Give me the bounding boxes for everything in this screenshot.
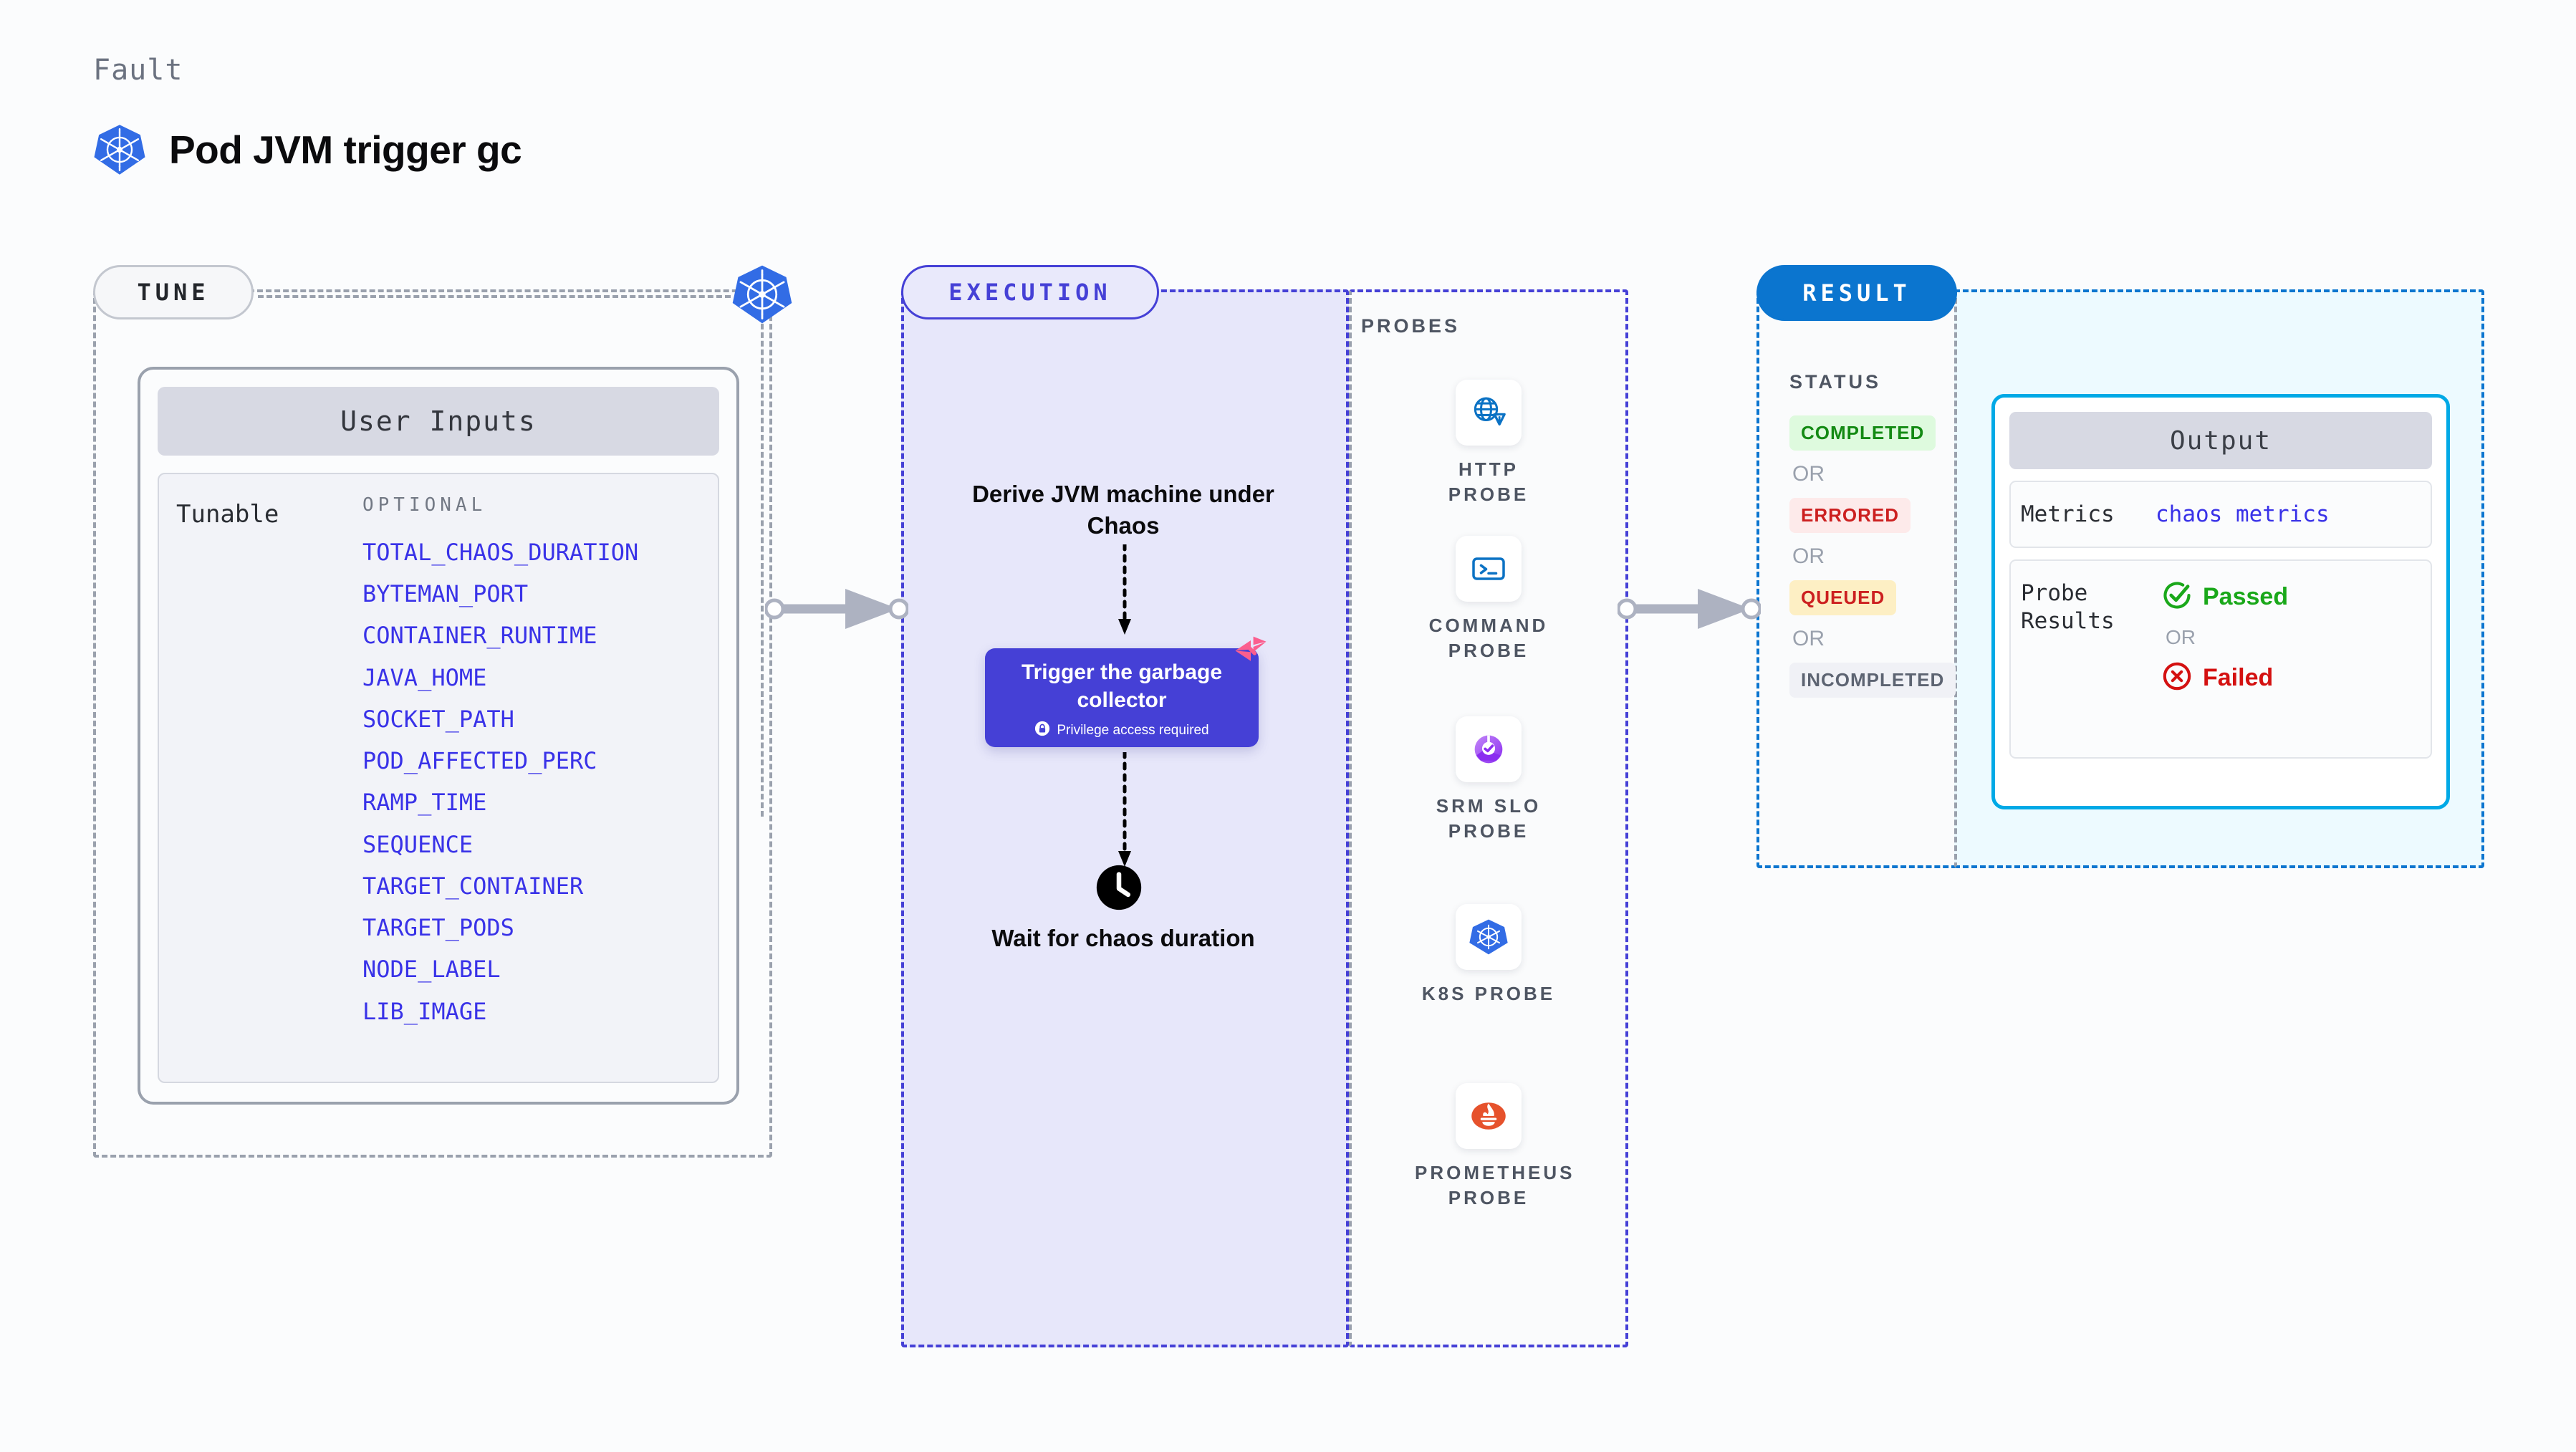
probe-results-key: Probe Results bbox=[2021, 580, 2115, 634]
probe-label: PROMETHEUS PROBE bbox=[1415, 1162, 1575, 1209]
tunable-item[interactable]: POD_AFFECTED_PERC bbox=[362, 747, 597, 775]
trigger-card-title: Trigger the garbage collector bbox=[1021, 660, 1223, 712]
or-separator: OR bbox=[2166, 626, 2196, 648]
tunable-item[interactable]: CONTAINER_RUNTIME bbox=[362, 622, 597, 650]
kubernetes-icon bbox=[731, 264, 793, 325]
prometheus-icon bbox=[1456, 1083, 1522, 1149]
privilege-note: Privilege access required bbox=[985, 721, 1259, 741]
metrics-key: Metrics bbox=[2021, 501, 2115, 527]
status-badge: COMPLETED bbox=[1789, 415, 1936, 451]
tunable-label: Tunable bbox=[176, 500, 279, 529]
tunable-item[interactable]: TARGET_CONTAINER bbox=[362, 872, 584, 900]
tunable-item[interactable]: SEQUENCE bbox=[362, 830, 474, 858]
execution-flow-arrow-2 bbox=[1110, 750, 1139, 870]
probes-container bbox=[1349, 289, 1628, 1347]
kubernetes-icon bbox=[93, 123, 146, 176]
execution-stage-container bbox=[901, 289, 1349, 1347]
tune-dashed-connector bbox=[258, 295, 731, 298]
lock-icon bbox=[1034, 721, 1050, 741]
page-title-row: Pod JVM trigger gc bbox=[93, 123, 522, 176]
output-card: Output Metrics chaos metrics Probe Resul… bbox=[1991, 394, 2450, 809]
probe-item-http[interactable]: HTTP PROBE bbox=[1415, 380, 1562, 507]
probe-result-failed: Failed bbox=[2161, 660, 2431, 696]
output-header: Output bbox=[2009, 412, 2432, 469]
tunable-item[interactable]: SOCKET_PATH bbox=[362, 705, 514, 733]
status-list: COMPLETED OR ERRORED OR QUEUED OR INCOMP… bbox=[1789, 415, 1956, 698]
tunable-item[interactable]: TOTAL_CHAOS_DURATION bbox=[362, 539, 639, 566]
srm-slo-icon bbox=[1456, 716, 1522, 782]
passed-label: Passed bbox=[2203, 583, 2289, 610]
or-separator: OR bbox=[1792, 627, 1825, 650]
status-badge: INCOMPLETED bbox=[1789, 663, 1956, 698]
execution-step-trigger-card[interactable]: Trigger the garbage collector Privilege … bbox=[985, 636, 1267, 747]
probe-item-prometheus[interactable]: PROMETHEUS PROBE bbox=[1415, 1083, 1575, 1211]
connector-arrow-tune-to-execution bbox=[764, 582, 910, 636]
output-metrics-row: Metrics chaos metrics bbox=[2009, 481, 2432, 548]
status-title: STATUS bbox=[1789, 371, 1881, 393]
user-inputs-card: User Inputs Tunable OPTIONAL TOTAL_CHAOS… bbox=[138, 367, 739, 1105]
connector-arrow-probes-to-result bbox=[1616, 582, 1762, 636]
harness-logo-icon bbox=[1231, 634, 1270, 673]
page-eyebrow: Fault bbox=[93, 54, 183, 87]
execution-flow-arrow-1 bbox=[1110, 542, 1139, 638]
probe-item-k8s[interactable]: K8S PROBE bbox=[1415, 904, 1562, 1006]
x-circle-icon bbox=[2161, 660, 2193, 696]
or-separator: OR bbox=[1792, 544, 1825, 568]
failed-label: Failed bbox=[2203, 664, 2274, 691]
tune-stage-container bbox=[93, 289, 772, 1158]
output-probe-results-row: Probe Results Passed OR bbox=[2009, 559, 2432, 759]
clock-icon bbox=[1095, 863, 1143, 912]
or-separator: OR bbox=[1792, 462, 1825, 486]
tune-dashed-drop-line bbox=[761, 315, 764, 817]
stage-pill-tune[interactable]: TUNE bbox=[93, 265, 254, 319]
probe-item-srm-slo[interactable]: SRM SLO PROBE bbox=[1415, 716, 1562, 844]
execution-step-derive: Derive JVM machine under Chaos bbox=[972, 481, 1274, 539]
page-title: Pod JVM trigger gc bbox=[169, 128, 522, 172]
terminal-icon bbox=[1456, 536, 1522, 602]
tunable-item[interactable]: NODE_LABEL bbox=[362, 956, 501, 984]
tunable-panel: Tunable OPTIONAL TOTAL_CHAOS_DURATION BY… bbox=[158, 473, 719, 1083]
tunable-item[interactable]: BYTEMAN_PORT bbox=[362, 580, 529, 608]
globe-warning-icon bbox=[1456, 380, 1522, 446]
probe-item-command[interactable]: COMMAND PROBE bbox=[1415, 536, 1562, 663]
probes-title: PROBES bbox=[1361, 315, 1461, 337]
check-circle-icon bbox=[2161, 580, 2193, 615]
privilege-note-text: Privilege access required bbox=[1057, 723, 1209, 738]
stage-pill-execution[interactable]: EXECUTION bbox=[901, 265, 1159, 319]
status-badge: ERRORED bbox=[1789, 498, 1911, 533]
probe-label: K8S PROBE bbox=[1421, 983, 1556, 1004]
tunable-list: OPTIONAL TOTAL_CHAOS_DURATION BYTEMAN_PO… bbox=[362, 494, 701, 1082]
probe-result-passed: Passed bbox=[2161, 580, 2431, 615]
status-badge: QUEUED bbox=[1789, 580, 1897, 615]
tunable-item[interactable]: LIB_IMAGE bbox=[362, 997, 487, 1025]
optional-label: OPTIONAL bbox=[362, 494, 487, 516]
tunable-item[interactable]: TARGET_PODS bbox=[362, 914, 514, 942]
user-inputs-header: User Inputs bbox=[158, 387, 719, 456]
execution-step-wait: Wait for chaos duration bbox=[991, 925, 1255, 951]
probe-label: SRM SLO PROBE bbox=[1436, 795, 1542, 842]
kubernetes-icon bbox=[1456, 904, 1522, 970]
tunable-item[interactable]: RAMP_TIME bbox=[362, 789, 487, 817]
probe-label: HTTP PROBE bbox=[1448, 458, 1529, 506]
probe-label: COMMAND PROBE bbox=[1428, 615, 1549, 662]
metrics-value[interactable]: chaos metrics bbox=[2156, 501, 2330, 527]
tunable-item[interactable]: JAVA_HOME bbox=[362, 663, 487, 691]
stage-pill-result[interactable]: RESULT bbox=[1756, 265, 1957, 321]
